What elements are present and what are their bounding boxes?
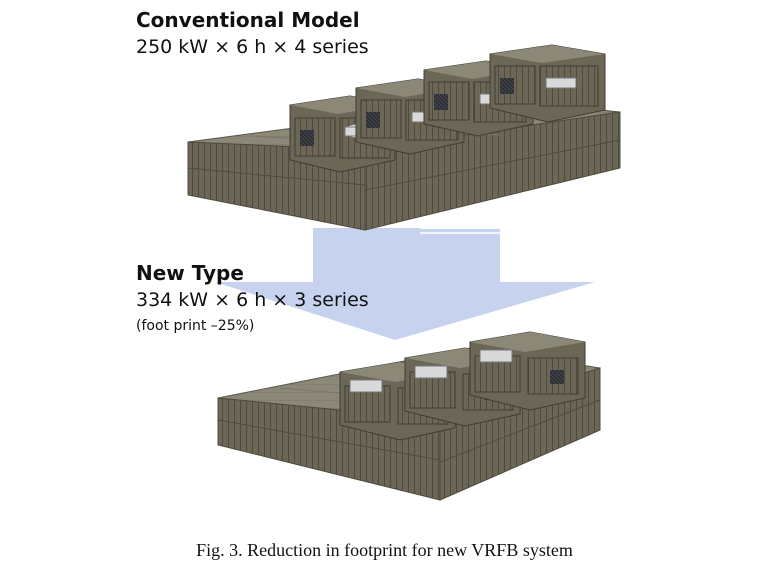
new-type-footprint-note: (foot print –25%): [136, 318, 255, 334]
new-type-title: New Type: [136, 261, 244, 285]
new-type-containers: [339, 331, 586, 441]
container-unit: [469, 331, 586, 411]
new-type-spec: 334 kW × 6 h × 3 series: [136, 289, 369, 311]
conventional-containers: [289, 44, 606, 173]
down-arrow: [215, 227, 595, 340]
container-unit: [489, 44, 606, 123]
conventional-model-spec: 250 kW × 6 h × 4 series: [136, 36, 369, 58]
conventional-model-title: Conventional Model: [136, 8, 360, 32]
figure-caption: Fig. 3. Reduction in footprint for new V…: [196, 540, 573, 560]
